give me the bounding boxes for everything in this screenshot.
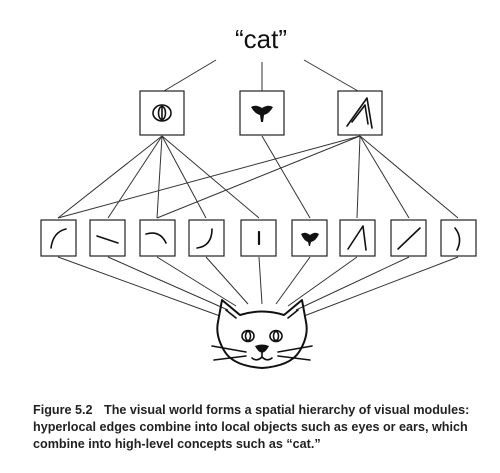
curve-j-icon	[196, 228, 213, 249]
cat-face-icon	[211, 299, 313, 369]
ear-icon	[346, 97, 373, 129]
ear-node	[337, 90, 383, 136]
edge-node-5	[240, 219, 277, 257]
edge-node-6	[291, 219, 328, 257]
edge-node-8	[390, 219, 427, 257]
figure-caption: Figure 5.2 The visual world forms a spat…	[33, 402, 478, 453]
eye-icon	[152, 104, 172, 122]
curve-up-right-icon	[50, 228, 67, 249]
diagonal-down-icon	[96, 235, 119, 244]
edge-nodes	[40, 219, 477, 257]
edge-node-7	[339, 219, 376, 257]
edge-node-9	[440, 219, 477, 257]
figure-caption-text: The visual world forms a spatial hierarc…	[33, 403, 470, 451]
ear-icon	[347, 225, 367, 251]
edge-node-2	[89, 219, 126, 257]
nose-icon	[251, 105, 273, 122]
top-connections	[163, 59, 359, 92]
nose-node	[239, 90, 285, 136]
eye-node	[139, 90, 185, 136]
edge-node-3	[139, 219, 176, 257]
nose-icon	[301, 232, 319, 246]
edge-node-4	[188, 219, 225, 257]
edge-node-1	[40, 219, 77, 257]
arc-down-icon	[145, 232, 167, 244]
bottom-connections	[57, 256, 459, 317]
top-concept-label: “cat”	[235, 24, 287, 54]
arc-right-icon	[454, 227, 461, 251]
diagonal-up-icon	[397, 227, 421, 250]
figure-number: Figure 5.2	[33, 403, 93, 417]
high-level-nodes	[139, 90, 383, 136]
middle-connections	[57, 135, 459, 219]
